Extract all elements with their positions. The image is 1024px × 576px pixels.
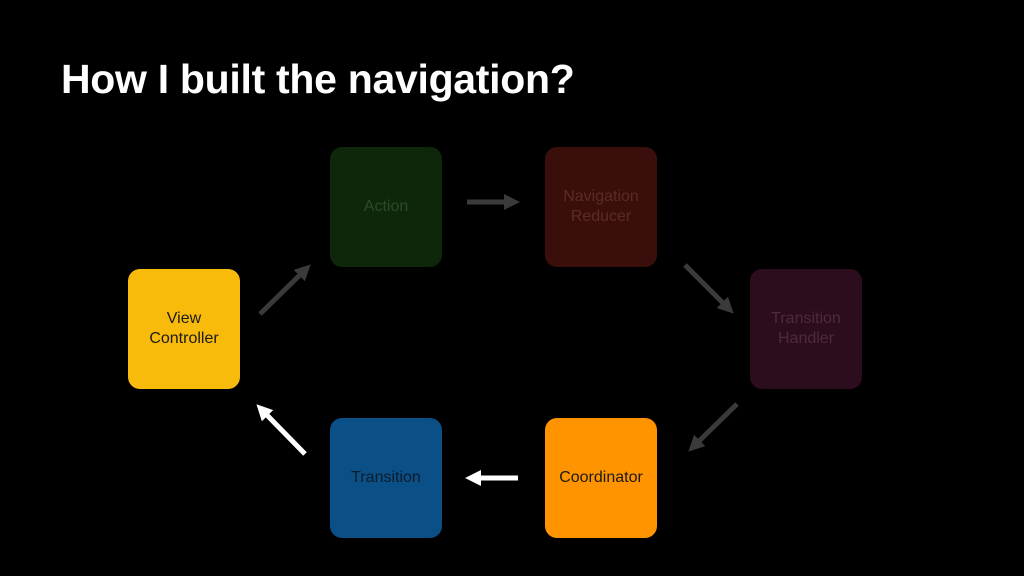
node-label: Coordinator <box>559 469 643 486</box>
arrow-view-controller-to-action <box>258 264 311 316</box>
node-navigation-reducer: Navigation Reducer <box>545 147 657 267</box>
node-label: Navigation Reducer <box>563 188 639 225</box>
node-label: Transition Handler <box>771 310 841 347</box>
arrow-transition-handler-to-coordinator <box>688 402 739 452</box>
node-transition-handler: Transition Handler <box>750 269 862 389</box>
slide-title: How I built the navigation? <box>61 56 575 102</box>
node-label: View Controller <box>149 310 219 347</box>
arrow-transition-to-view-controller <box>256 404 307 456</box>
node-transition: Transition <box>330 418 442 538</box>
node-label: Action <box>363 198 409 215</box>
arrow-navigation-reducer-to-transition-handler <box>683 263 734 314</box>
node-view-controller: View Controller <box>128 269 240 389</box>
node-action: Action <box>330 147 442 267</box>
node-coordinator: Coordinator <box>545 418 657 538</box>
node-label: Transition <box>351 469 421 486</box>
